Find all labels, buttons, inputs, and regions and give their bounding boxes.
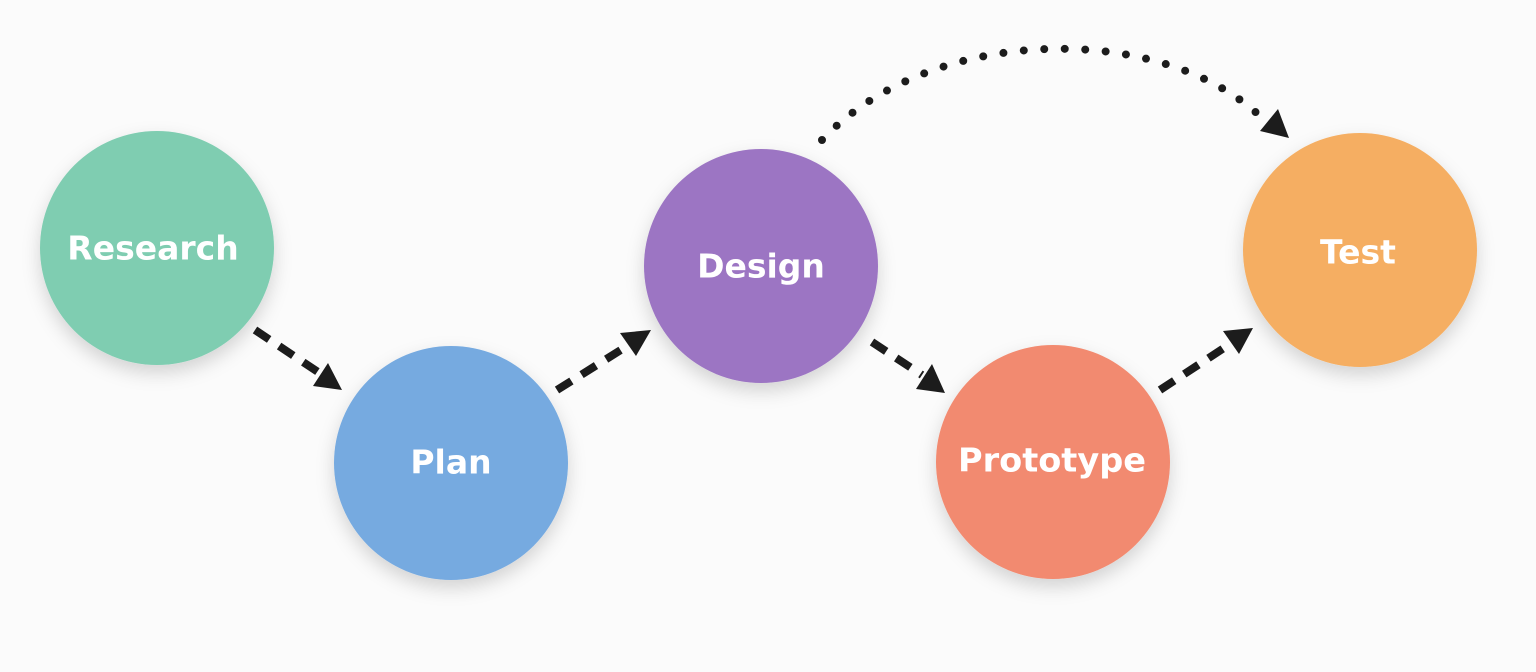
arrowhead-icon bbox=[620, 330, 651, 356]
edge-research-to-plan bbox=[252, 326, 342, 390]
edge-prototype-to-test bbox=[1157, 328, 1253, 394]
node-prototype-label: Prototype bbox=[958, 441, 1146, 480]
node-prototype-circle bbox=[936, 345, 1170, 579]
node-research: Research bbox=[40, 131, 274, 365]
arrowhead-icon bbox=[313, 363, 342, 390]
node-research-label: Research bbox=[67, 229, 238, 268]
node-plan: Plan bbox=[334, 346, 568, 580]
arrowhead-icon bbox=[916, 364, 945, 393]
edge-prototype-to-test-line bbox=[1157, 342, 1230, 394]
node-design: Design bbox=[644, 149, 878, 383]
edge-plan-to-design bbox=[554, 330, 651, 394]
node-plan-circle bbox=[334, 346, 568, 580]
node-plan-label: Plan bbox=[410, 443, 491, 482]
node-design-circle bbox=[644, 149, 878, 383]
edge-design-to-prototype bbox=[869, 338, 945, 393]
arrowhead-icon bbox=[1260, 109, 1289, 138]
arrowhead-icon bbox=[1223, 328, 1253, 354]
edge-design-to-prototype-line bbox=[869, 338, 925, 379]
node-test-label: Test bbox=[1320, 233, 1396, 272]
edge-plan-to-design-line bbox=[554, 344, 627, 394]
node-test: Test bbox=[1243, 133, 1477, 367]
node-test-circle bbox=[1243, 133, 1477, 367]
node-prototype: Prototype bbox=[936, 345, 1170, 579]
edge-research-to-plan-line bbox=[252, 326, 321, 376]
edge-design-to-test-path bbox=[818, 44, 1266, 144]
edge-design-to-test bbox=[818, 44, 1289, 144]
node-research-circle bbox=[40, 131, 274, 365]
node-design-label: Design bbox=[697, 247, 825, 286]
